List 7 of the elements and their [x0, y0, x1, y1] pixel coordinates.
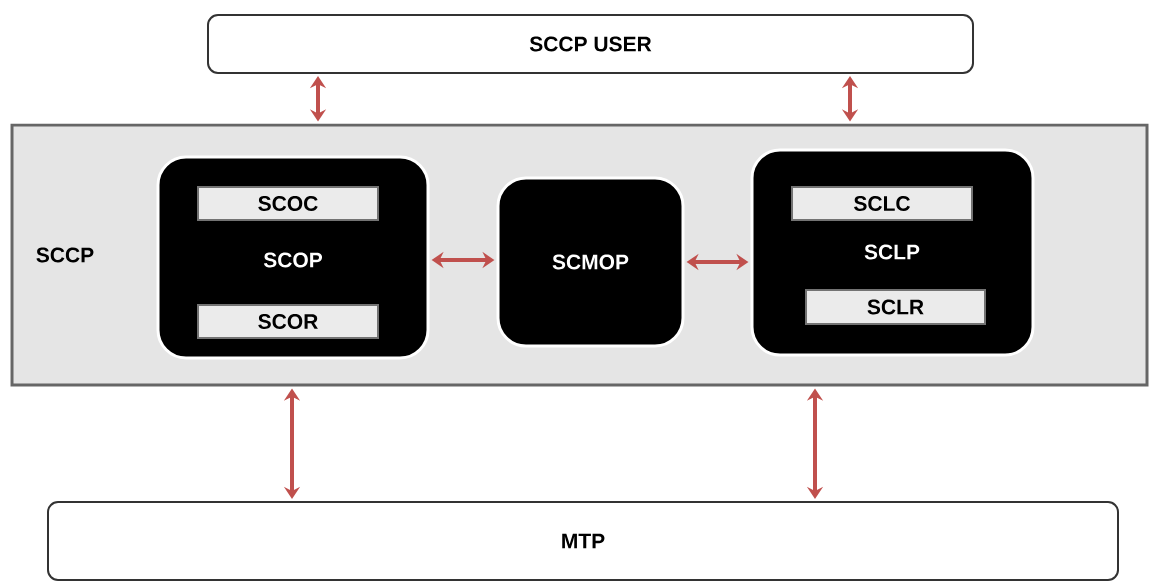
layer-box: SCCP USER — [207, 14, 974, 74]
sub-function-box: SCLC — [791, 186, 973, 221]
sub-function-box: SCOR — [197, 304, 379, 339]
sub-function-box: SCOC — [197, 186, 379, 221]
sub-function-box: SCLR — [805, 289, 986, 325]
function-block: SCMOP — [496, 176, 685, 348]
layer-box: MTP — [47, 501, 1119, 581]
